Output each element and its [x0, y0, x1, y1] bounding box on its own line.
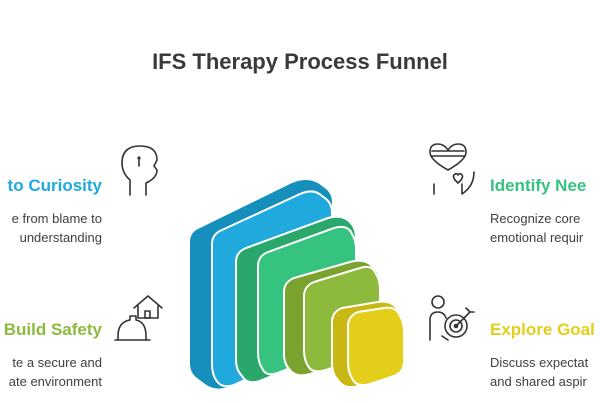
stage-heading-curiosity: to Curiosity [7, 176, 102, 195]
head-question-icon [121, 145, 158, 196]
stage-desc-curiosity-line1: e from blame to [11, 211, 102, 226]
heart-person-icon [429, 143, 475, 195]
target-person-icon [429, 295, 475, 341]
stage-desc-curiosity-line2: understanding [19, 230, 102, 245]
stage-heading-safety: Build Safety [3, 320, 102, 339]
funnel-layer-yellow [331, 300, 405, 389]
stage-desc-needs-line2: emotional requir [490, 230, 584, 245]
stage-heading-goals: Explore Goal [490, 320, 595, 339]
stage-desc-goals-line2: and shared aspir [490, 374, 587, 389]
house-helmet-icon [114, 295, 163, 341]
stage-desc-safety-line1: te a secure and [12, 355, 102, 370]
stage-desc-goals-line1: Discuss expectat [490, 355, 589, 370]
stage-desc-needs-line1: Recognize core [490, 211, 581, 226]
stage-desc-safety-line2: ate environment [8, 374, 102, 389]
diagram-title: IFS Therapy Process Funnel [152, 49, 448, 74]
stage-heading-needs: Identify Nee [490, 176, 587, 195]
